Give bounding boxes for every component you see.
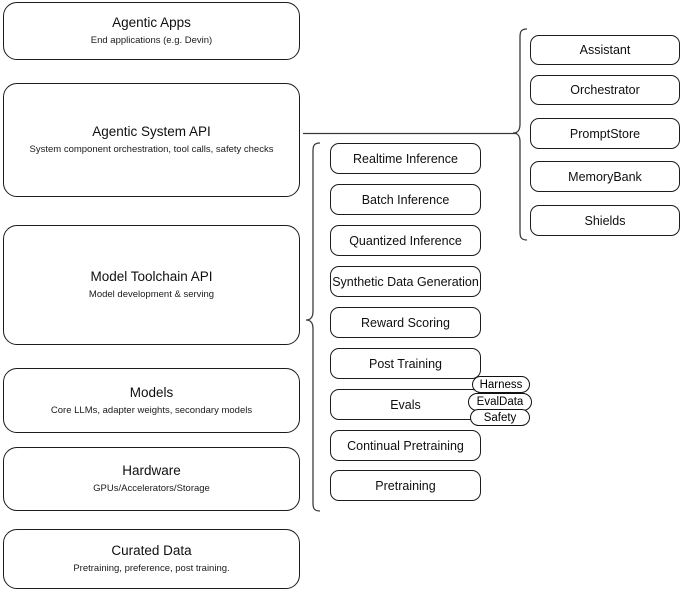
layer-box-agentic-system-api[interactable]: Agentic System API System component orch…	[3, 83, 300, 197]
layer-title: Model Toolchain API	[90, 269, 213, 284]
pill-label: Pretraining	[375, 478, 436, 493]
system-component-pill-assistant[interactable]: Assistant	[530, 35, 680, 65]
layer-subtitle: GPUs/Accelerators/Storage	[93, 483, 210, 494]
toolchain-pill-continual-pretraining[interactable]: Continual Pretraining	[330, 430, 481, 461]
layer-subtitle: Model development & serving	[88, 289, 215, 300]
layer-subtitle: System component orchestration, tool cal…	[29, 144, 274, 155]
pill-label: PromptStore	[569, 126, 641, 141]
layer-subtitle: Pretraining, preference, post training.	[73, 563, 230, 574]
pill-label: Assistant	[579, 43, 631, 57]
toolchain-pill-quantized-inference[interactable]: Quantized Inference	[330, 225, 481, 256]
layer-title: Agentic Apps	[112, 15, 191, 30]
pill-label: Batch Inference	[361, 192, 450, 207]
mini-pill-label: Safety	[483, 411, 517, 424]
layer-title: Curated Data	[111, 543, 192, 558]
pill-label: Post Training	[369, 356, 442, 371]
pill-label: Reward Scoring	[361, 315, 450, 330]
layer-title: Models	[129, 384, 174, 400]
layer-subtitle: Core LLMs, adapter weights, secondary mo…	[50, 404, 253, 416]
mini-pill-label: Harness	[479, 378, 523, 391]
system-component-pill-orchestrator[interactable]: Orchestrator	[530, 75, 680, 105]
layer-box-models[interactable]: Models Core LLMs, adapter weights, secon…	[3, 368, 300, 433]
system-components-group-brace	[512, 28, 528, 241]
layer-title: Hardware	[122, 463, 181, 478]
layer-subtitle: End applications (e.g. Devin)	[90, 35, 213, 46]
pill-label: Realtime Inference	[353, 151, 458, 166]
toolchain-pill-realtime-inference[interactable]: Realtime Inference	[330, 143, 481, 174]
toolchain-pill-synthetic-data-generation[interactable]: Synthetic Data Generation	[330, 266, 481, 297]
pill-label: Orchestrator	[570, 83, 640, 97]
pill-label: Synthetic Data Generation	[332, 274, 479, 289]
toolchain-pill-post-training[interactable]: Post Training	[330, 348, 481, 379]
layer-box-hardware[interactable]: Hardware GPUs/Accelerators/Storage	[3, 447, 300, 511]
pill-label: Quantized Inference	[349, 233, 462, 248]
layer-box-model-toolchain-api[interactable]: Model Toolchain API Model development & …	[3, 225, 300, 345]
evals-subpill-harness[interactable]: Harness	[472, 376, 530, 393]
toolchain-group-brace	[305, 142, 321, 512]
toolchain-pill-reward-scoring[interactable]: Reward Scoring	[330, 307, 481, 338]
layer-title: Agentic System API	[92, 124, 211, 139]
layer-box-agentic-apps[interactable]: Agentic Apps End applications (e.g. Devi…	[3, 2, 300, 60]
toolchain-pill-batch-inference[interactable]: Batch Inference	[330, 184, 481, 215]
system-component-pill-memorybank[interactable]: MemoryBank	[530, 161, 680, 192]
pill-label: MemoryBank	[568, 169, 642, 184]
pill-label: Evals	[390, 397, 421, 412]
toolchain-pill-pretraining[interactable]: Pretraining	[330, 470, 481, 501]
system-component-pill-promptstore[interactable]: PromptStore	[530, 118, 680, 149]
evals-subpill-safety[interactable]: Safety	[470, 409, 530, 426]
layer-box-curated-data[interactable]: Curated Data Pretraining, preference, po…	[3, 529, 300, 589]
mini-pill-label: EvalData	[476, 396, 524, 408]
system-component-pill-shields[interactable]: Shields	[530, 205, 680, 236]
pill-label: Continual Pretraining	[347, 438, 464, 453]
pill-label: Shields	[584, 213, 626, 228]
toolchain-pill-evals[interactable]: Evals	[330, 389, 481, 420]
